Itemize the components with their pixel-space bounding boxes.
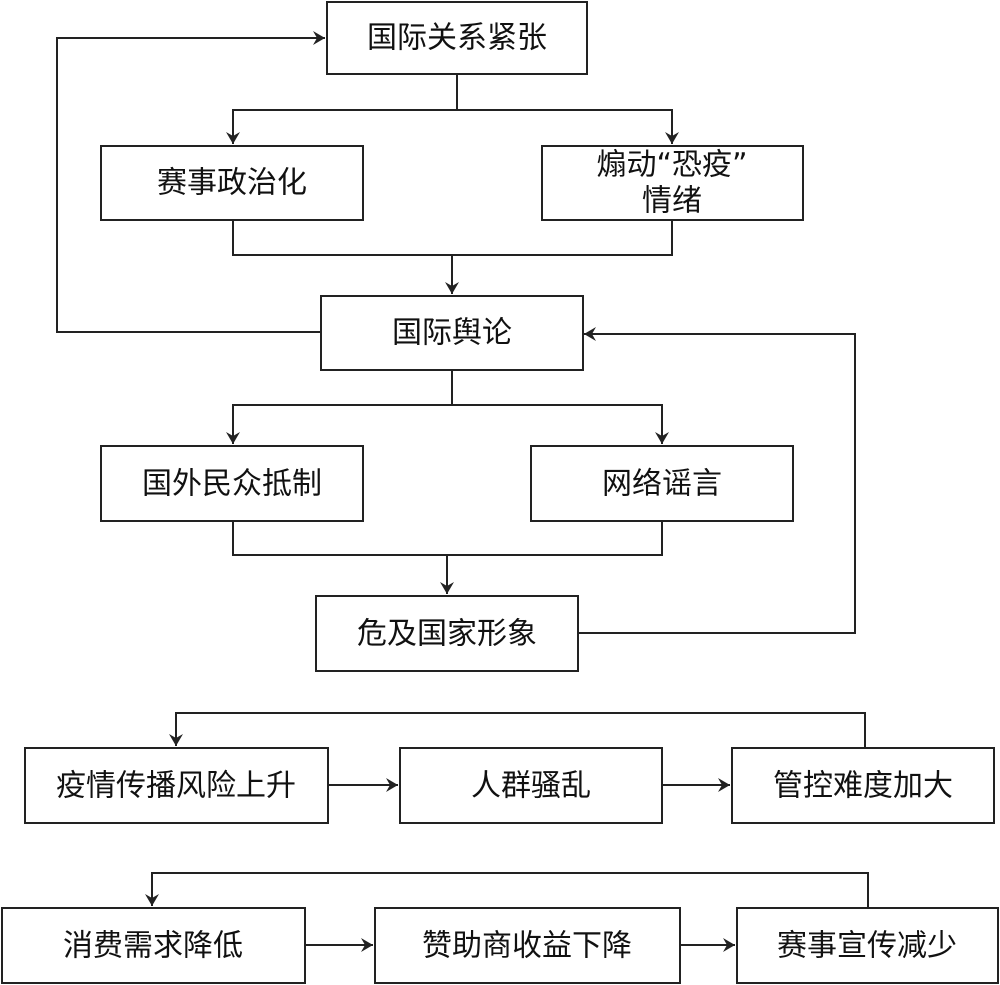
edge-rumor-to-image [447, 521, 663, 556]
node-label-line1: 煽动“恐疫” [596, 148, 747, 183]
node-label: 疫情传播风险上升 [56, 769, 296, 804]
node-label: 危及国家形象 [357, 617, 537, 652]
node-label: 管控难度加大 [773, 769, 953, 804]
node-label: 赞助商收益下降 [422, 929, 632, 964]
edge-fear-to-opinion [452, 220, 673, 256]
node-label: 国际舆论 [392, 316, 512, 351]
node-label: 赛事政治化 [157, 166, 307, 201]
node-promotion: 赛事宣传减少 [736, 907, 999, 984]
node-image: 危及国家形象 [315, 595, 579, 672]
node-label: 国外民众抵制 [142, 467, 322, 502]
edge-boycott-to-image [232, 521, 454, 594]
node-label-line2: 情绪 [642, 184, 702, 219]
node-intl-tension: 国际关系紧张 [326, 1, 588, 75]
edge-tension-to-fear [457, 109, 679, 144]
edge-promotion-to-consumption [145, 872, 869, 908]
edge-politicization-to-opinion [232, 220, 459, 294]
node-crowd: 人群骚乱 [399, 747, 663, 824]
node-label: 网络谣言 [602, 467, 722, 502]
edge-control-to-epidemic [169, 712, 866, 748]
node-label: 人群骚乱 [471, 769, 591, 804]
node-label: 赛事宣传减少 [777, 929, 957, 964]
node-politicization: 赛事政治化 [100, 145, 364, 221]
connectors [56, 31, 869, 952]
node-rumor: 网络谣言 [530, 445, 794, 522]
node-label: 国际关系紧张 [367, 21, 547, 56]
node-opinion: 国际舆论 [320, 295, 584, 371]
node-epidemic: 疫情传播风险上升 [24, 747, 329, 824]
edge-opinion-to-rumor [452, 404, 669, 444]
node-consumption: 消费需求降低 [1, 907, 306, 984]
node-sponsor: 赞助商收益下降 [374, 907, 681, 984]
edge-tension-to-politicization [226, 74, 458, 144]
edge-opinion-to-boycott [226, 370, 453, 444]
edge-opinion-to-tension [56, 31, 325, 333]
node-control: 管控难度加大 [731, 747, 995, 824]
edge-image-to-opinion [578, 327, 856, 634]
node-boycott: 国外民众抵制 [100, 445, 364, 522]
node-label: 消费需求降低 [63, 929, 243, 964]
node-fear: 煽动“恐疫” 情绪 [541, 145, 804, 221]
